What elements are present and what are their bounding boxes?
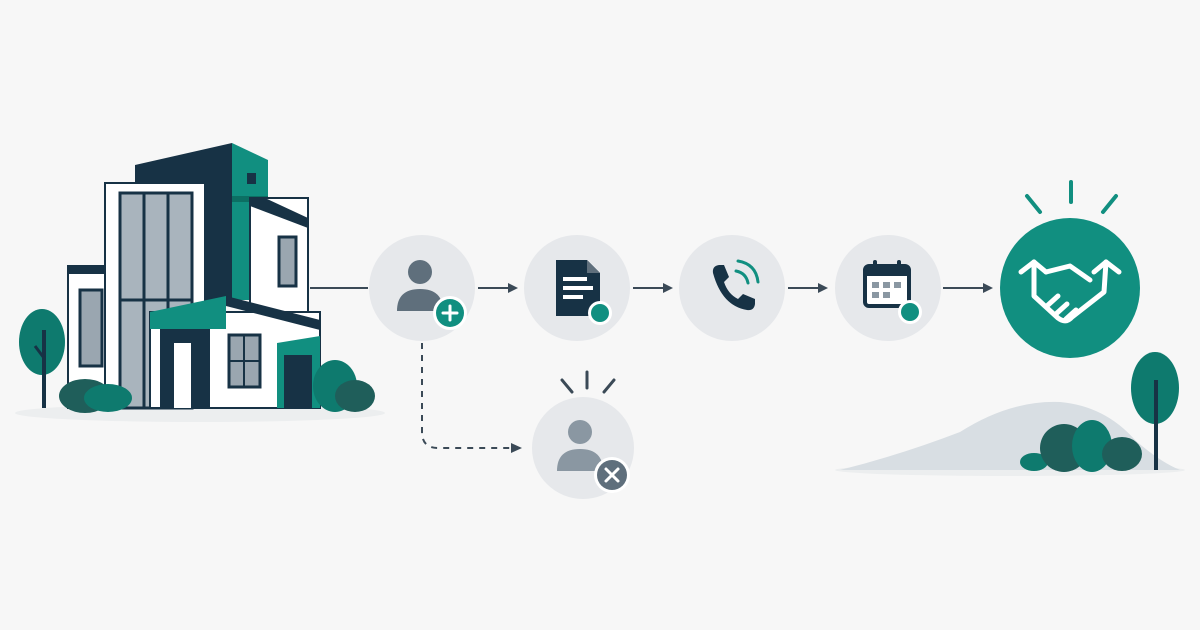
building-entrance-canopy [150, 296, 226, 329]
calendar-icon [863, 260, 922, 324]
user-x-icon [557, 420, 630, 493]
step-deal-closed-circle [1000, 218, 1140, 358]
building-left-window [78, 288, 104, 368]
step-deal-closed [1000, 180, 1140, 358]
right-tree [1131, 352, 1179, 470]
rejected-ray-left [560, 378, 574, 394]
left-tree [19, 309, 65, 408]
office-building [67, 143, 321, 410]
right-landscape [840, 352, 1180, 472]
user-plus-icon [397, 260, 467, 330]
phone-icon [712, 259, 760, 311]
building-right-window [277, 235, 298, 288]
right-bushes [1020, 420, 1142, 472]
step-phone-call [679, 235, 785, 341]
building-dark-tower [135, 143, 232, 302]
handshake-icon [1018, 259, 1122, 324]
building-bushes [59, 360, 375, 413]
rejected-ray-right [602, 378, 616, 394]
step-meeting-scheduled [835, 235, 941, 341]
document-icon [556, 260, 612, 325]
step-phone-call-circle [679, 235, 785, 341]
deal-ray-right [1101, 194, 1118, 214]
step-new-lead [369, 235, 475, 341]
step-document [524, 235, 630, 341]
deal-ray-left [1025, 194, 1042, 214]
branch-lead-rejected [532, 370, 634, 499]
flow-connectors [310, 283, 993, 453]
connector-lead-to-rejected [421, 343, 512, 449]
